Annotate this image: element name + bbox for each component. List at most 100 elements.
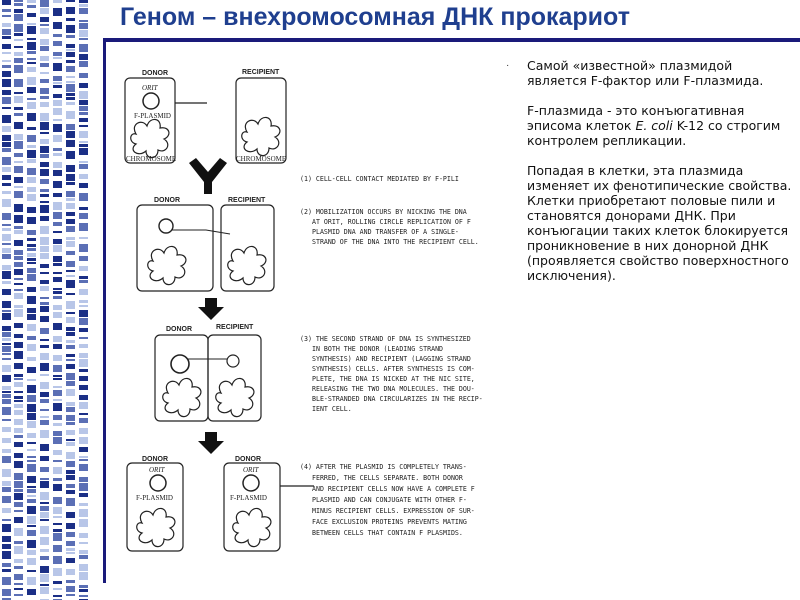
gel-band	[40, 286, 49, 291]
gel-band	[27, 177, 36, 183]
gel-band	[27, 357, 36, 361]
gel-band	[79, 30, 88, 37]
step4-text-line1: (4) AFTER THE PLASMID IS COMPLETELY TRAN…	[300, 463, 467, 471]
gel-band	[79, 385, 88, 390]
gel-band	[66, 203, 75, 209]
gel-band	[40, 102, 49, 107]
gel-band	[2, 326, 11, 331]
gel-band	[14, 33, 23, 36]
gel-band	[2, 391, 11, 393]
gel-band	[27, 558, 36, 565]
gel-band	[79, 23, 88, 29]
gel-band	[53, 245, 62, 252]
gel-band	[40, 132, 49, 134]
gel-band	[53, 545, 62, 552]
gel-band	[79, 437, 88, 444]
gel-band	[40, 264, 49, 268]
gel-band	[2, 496, 11, 503]
gel-band	[14, 334, 23, 338]
gel-band	[53, 355, 62, 361]
gel-band	[79, 148, 88, 155]
gel-band	[2, 551, 11, 559]
gel-band	[2, 248, 11, 253]
gel-band	[14, 256, 23, 260]
gel-band	[14, 428, 23, 433]
gel-band	[40, 345, 49, 348]
gel-band	[40, 39, 49, 45]
gel-band	[27, 550, 36, 555]
gel-band	[53, 556, 62, 564]
gel-band	[27, 207, 36, 213]
gel-band	[14, 481, 23, 488]
gel-band	[14, 510, 23, 512]
gel-band	[40, 506, 49, 511]
gel-band	[14, 191, 23, 198]
gel-band	[27, 194, 36, 201]
gel-band	[14, 0, 23, 2]
gel-band	[79, 564, 88, 571]
gel-band	[66, 275, 75, 277]
gel-band	[66, 212, 75, 216]
gel-band	[79, 38, 88, 40]
gel-band	[2, 142, 11, 147]
gel-band	[53, 497, 62, 504]
gel-band	[27, 570, 36, 572]
gel-band	[14, 177, 23, 183]
gel-band	[40, 456, 49, 461]
gel-band	[79, 464, 88, 471]
gel-band	[27, 187, 36, 192]
gel-band	[14, 46, 23, 48]
gel-band	[27, 442, 36, 444]
gel-band	[2, 449, 11, 453]
gel-band	[14, 419, 23, 425]
gel-band	[40, 272, 49, 274]
gel-band	[66, 569, 75, 575]
gel-band	[2, 365, 11, 372]
gel-band	[14, 283, 23, 285]
transferred-strand	[172, 229, 231, 235]
gel-band	[53, 336, 62, 342]
gel-band	[40, 0, 49, 7]
gel-band	[66, 332, 75, 336]
gel-band	[79, 509, 88, 517]
step1-text: (1) CELL-CELL CONTACT MEDIATED BY F-PILI	[300, 175, 459, 183]
gel-band	[66, 523, 75, 529]
gel-band	[2, 343, 11, 345]
gel-band	[66, 81, 75, 83]
gel-band	[79, 144, 88, 147]
page-title: Геном – внехромосомная ДНК прокариот	[120, 3, 630, 31]
gel-band	[14, 517, 23, 523]
gel-band	[66, 35, 75, 38]
step2-text-line3: PLASMID DNA AND TRANSFER OF A SINGLE-	[312, 228, 459, 236]
chromosome-icon	[215, 377, 255, 418]
gel-band	[53, 100, 62, 106]
gel-band	[14, 374, 23, 377]
gel-band	[40, 566, 49, 573]
gel-band	[2, 254, 11, 259]
gel-band	[2, 313, 11, 320]
gel-band	[27, 287, 36, 292]
gel-band	[40, 79, 49, 83]
gel-band	[53, 423, 62, 426]
gel-band	[14, 583, 23, 585]
gel-band	[40, 179, 49, 184]
gel-band	[40, 339, 49, 341]
chromosome-icon	[147, 245, 187, 286]
vertical-divider	[103, 38, 106, 583]
gel-band	[40, 237, 49, 245]
gel-band	[66, 261, 75, 267]
gel-band	[79, 8, 88, 14]
orit-label: ORIT	[243, 466, 260, 474]
gel-band	[79, 337, 88, 339]
gel-band	[14, 39, 23, 41]
gel-band	[27, 540, 36, 548]
gel-band	[66, 251, 75, 255]
gel-band	[66, 586, 75, 592]
gel-band	[27, 58, 36, 60]
gel-band	[14, 262, 23, 267]
gel-band	[27, 262, 36, 264]
gel-band	[40, 122, 49, 130]
gel-band	[79, 61, 88, 67]
gel-band	[66, 52, 75, 57]
paragraph-2-start: F-плазмида - это конъюгативная эписома к…	[527, 103, 745, 133]
